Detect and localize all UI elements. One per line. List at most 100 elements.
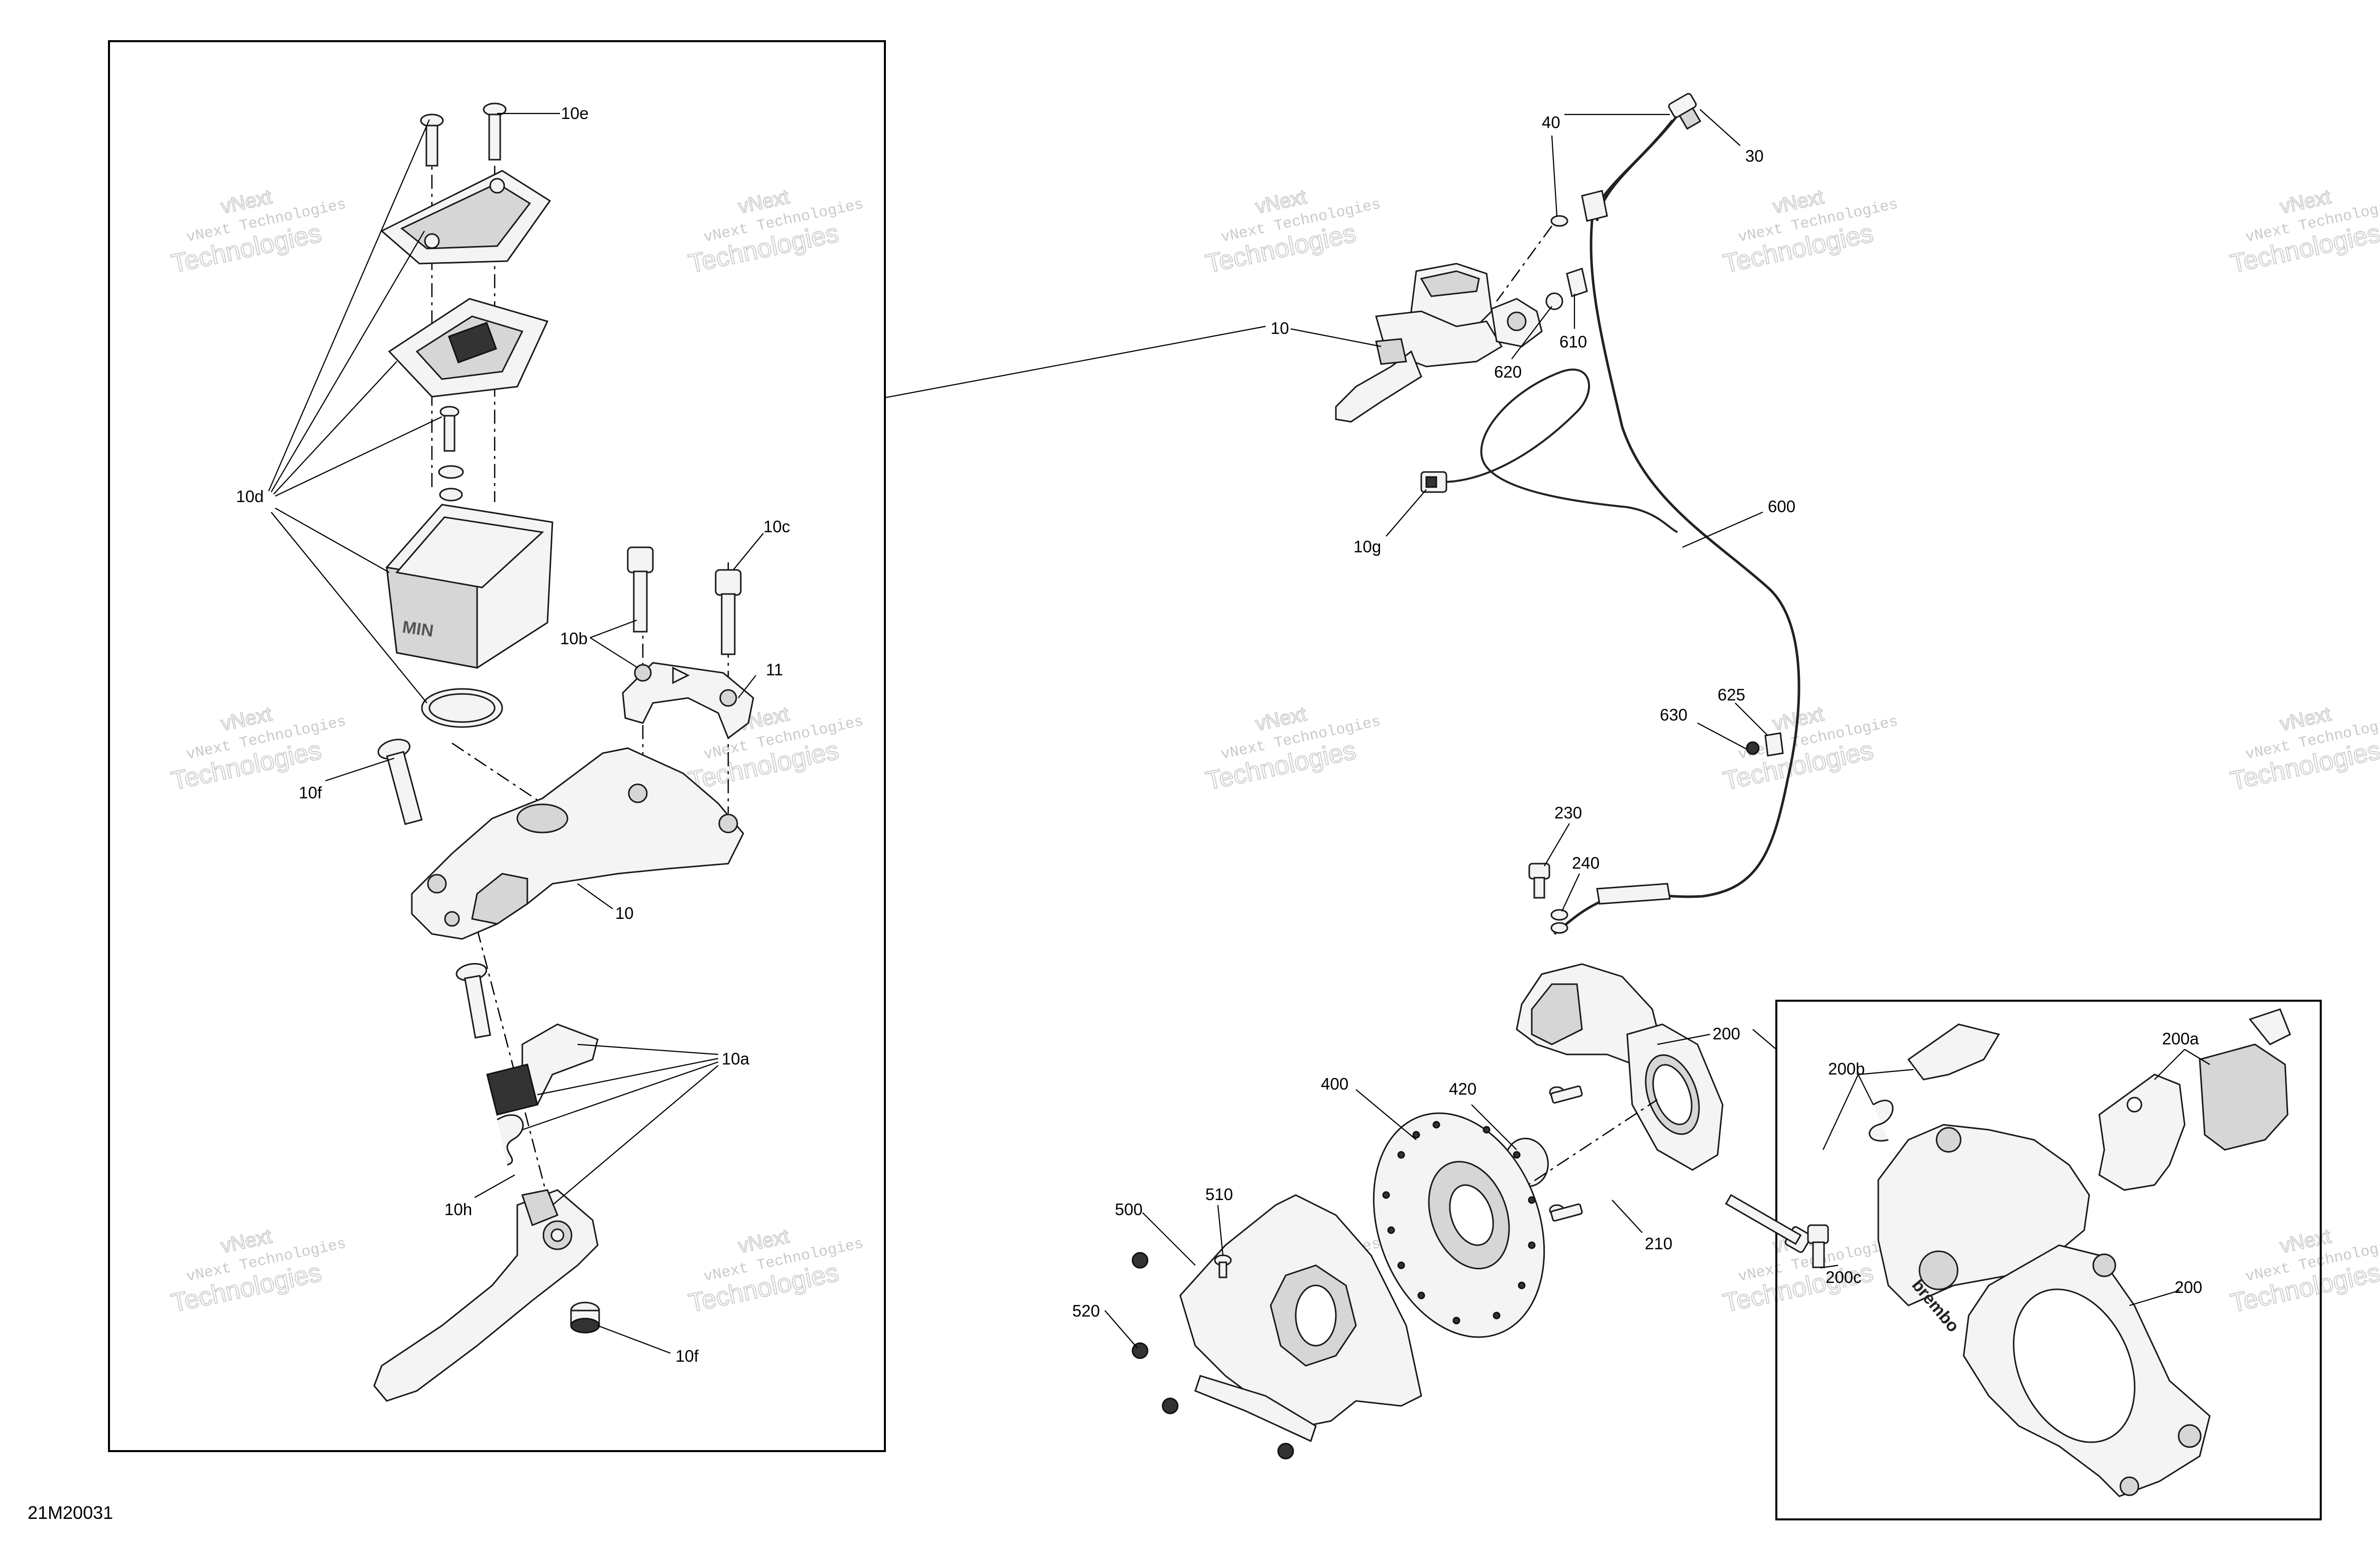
caliper-slide-pin — [1725, 1194, 1811, 1253]
hose-clip — [1746, 732, 1784, 757]
watermark: vNext vNext Technologies Technologies — [1720, 702, 1899, 796]
caliper-bleeder — [1807, 1224, 1829, 1268]
callout-400: 400 — [1321, 1075, 1348, 1093]
callout-625: 625 — [1718, 685, 1745, 704]
assembly-axis — [451, 742, 543, 804]
watermark: vNext vNext Technologies Technologies — [2227, 185, 2380, 279]
guard-nut — [1162, 1397, 1179, 1414]
callout-200: 200 — [1713, 1024, 1740, 1043]
leader-lines-main — [1104, 109, 1768, 1349]
cover-screw — [483, 102, 507, 161]
brake-switch-wire — [1441, 369, 1678, 533]
callout-520: 520 — [1072, 1301, 1100, 1320]
watermark: vNext vNext Technologies Technologies — [168, 702, 348, 796]
pin-clip — [1869, 1100, 1894, 1142]
callout-10e: 10e — [561, 104, 589, 123]
main-brake-assembly: 40 30 10 620 610 600 10g 625 630 230 240… — [1072, 93, 1800, 1460]
master-cylinder-body — [411, 747, 744, 940]
callout-30: 30 — [1745, 147, 1764, 165]
clamp-bolt — [627, 546, 654, 633]
hose-bracket-610 — [1566, 268, 1588, 297]
caliper-bracket — [1963, 1244, 2211, 1497]
caliper-bolt — [1549, 1203, 1583, 1222]
reservoir-diaphragm — [388, 298, 549, 398]
lever-adjuster — [486, 1023, 599, 1166]
callout-10h: 10h — [444, 1200, 472, 1219]
master-cylinder-detail-frame — [108, 40, 886, 1452]
callout-500: 500 — [1115, 1200, 1143, 1219]
callout-10a: 10a — [722, 1049, 750, 1068]
lever-pin — [456, 963, 491, 1039]
clamp-bolt — [715, 569, 742, 655]
guard-nut — [1277, 1443, 1294, 1460]
assembly-axis — [1496, 225, 1553, 302]
brake-pad — [2098, 1074, 2186, 1191]
callout-11: 11 — [766, 660, 783, 679]
reservoir-cover — [380, 170, 551, 265]
handlebar-clamp — [622, 662, 754, 740]
watermark: vNext vNext Technologies Technologies — [1203, 185, 1382, 279]
diagram-code: 21M20031 — [28, 1502, 113, 1523]
brake-pad — [2199, 1008, 2291, 1151]
master-cylinder-exploded-detail: MIN — [236, 102, 790, 1402]
leader-lines-detail — [268, 112, 764, 1354]
callout-210: 210 — [1645, 1234, 1672, 1253]
callout-10b: 10b — [560, 629, 588, 648]
callout-630: 630 — [1660, 705, 1687, 724]
guard-nut — [1131, 1252, 1149, 1269]
master-cylinder-main — [1335, 263, 1543, 423]
callout-200c: 200c — [1826, 1268, 1862, 1286]
callout-10c: 10c — [763, 517, 790, 536]
callout-10: 10 — [615, 904, 634, 922]
watermark: vNext vNext Technologies Technologies — [168, 185, 348, 279]
cover-screw — [420, 113, 444, 167]
lever-bushing — [570, 1301, 600, 1334]
pad-spring — [1907, 1023, 2000, 1081]
callout-420: 420 — [1449, 1080, 1477, 1098]
reservoir-brand-text: MIN — [401, 618, 435, 641]
caliper-exploded-detail: brembo 200b 200a 200c 200 — [1725, 1008, 2291, 1497]
bleeder-screw — [1528, 863, 1550, 899]
watermark: vNext vNext Technologies Technologies — [686, 1225, 865, 1319]
callout-200b: 200b — [1828, 1059, 1865, 1078]
disc-guard — [1179, 1194, 1422, 1443]
diaphragm-screw — [438, 406, 464, 502]
brake-caliper-main — [1516, 963, 1724, 1171]
banjo-bolt — [1668, 93, 1702, 130]
callout-200a: 200a — [2162, 1029, 2199, 1048]
callout-10g: 10g — [1353, 537, 1381, 556]
detail-connector-line — [1752, 1029, 1777, 1050]
callout-230: 230 — [1554, 803, 1582, 822]
leader-lines-caliper — [1820, 1049, 2210, 1307]
callout-200: 200 — [2175, 1278, 2202, 1296]
watermark: vNext vNext Technologies Technologies — [2227, 702, 2380, 796]
sealing-washer — [1550, 215, 1568, 227]
caliper-bolt — [1549, 1085, 1583, 1104]
callout-240: 240 — [1572, 854, 1600, 872]
watermark: vNext vNext Technologies Technologies — [686, 185, 865, 279]
detail-connector-line — [884, 325, 1266, 399]
hose-fitting — [1596, 883, 1671, 905]
callout-600: 600 — [1768, 497, 1795, 516]
caliper-detail-frame — [1775, 1000, 2322, 1520]
brake-switch-connector — [1420, 471, 1447, 493]
master-cylinder-clip-620 — [1545, 292, 1563, 310]
callout-620: 620 — [1494, 363, 1522, 381]
watermark: vNext vNext Technologies Technologies — [168, 1225, 348, 1319]
callout-40: 40 — [1542, 113, 1560, 132]
watermark: vNext vNext Technologies Technologies — [1720, 185, 1899, 279]
sealing-washers-240 — [1550, 909, 1568, 934]
lever-pivot-pin — [377, 739, 423, 825]
callout-610: 610 — [1559, 332, 1587, 351]
callout-10f: 10f — [299, 783, 322, 802]
callout-10f: 10f — [675, 1347, 699, 1365]
hose-fitting — [1581, 190, 1608, 222]
callout-10: 10 — [1271, 319, 1289, 337]
reservoir-body: MIN — [386, 504, 553, 669]
callout-10d: 10d — [236, 487, 264, 506]
callout-510: 510 — [1205, 1185, 1233, 1204]
watermark: vNext vNext Technologies Technologies — [1203, 702, 1382, 796]
watermark: vNext vNext Technologies Technologies — [2227, 1225, 2380, 1319]
brake-lever — [373, 1189, 599, 1402]
